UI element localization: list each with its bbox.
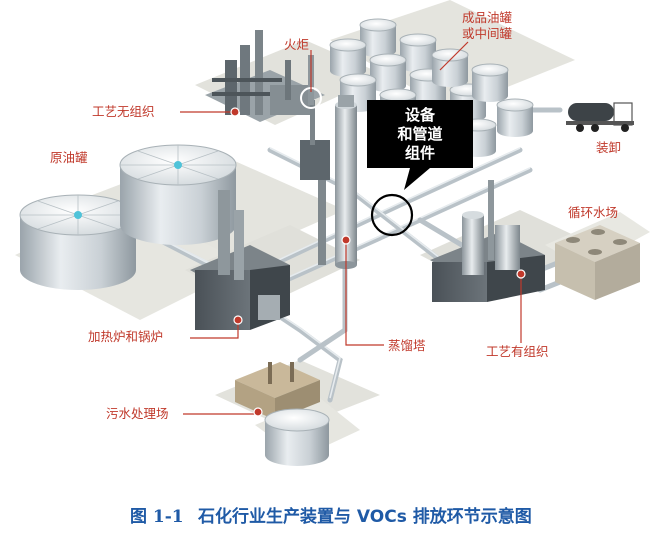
- loading-truck: [566, 102, 634, 132]
- product-tank: [472, 70, 508, 102]
- label-wastewater: 污水处理场: [106, 406, 169, 421]
- product-tank-roof: [369, 53, 407, 67]
- label-loading: 装卸: [596, 140, 621, 155]
- product-tank-roof: [431, 48, 469, 62]
- product-tank-roof: [399, 33, 437, 47]
- caption-title: 石化行业生产装置与 VOCs 排放环节示意图: [197, 506, 532, 527]
- label-product-tanks-line1: 成品油罐: [462, 10, 513, 25]
- label-product-tanks-line2: 或中间罐: [462, 26, 513, 41]
- cooling-water-tower: [555, 225, 640, 300]
- callout-line-3: 组件: [405, 144, 435, 162]
- label-heater-boiler: 加热炉和锅炉: [88, 329, 163, 344]
- wastewater-unit: [235, 362, 330, 466]
- label-cooling: 循环水场: [568, 205, 618, 220]
- crude-oil-tanks: [19, 144, 237, 290]
- leader-lines: [180, 41, 526, 417]
- product-tank-roof: [329, 38, 367, 52]
- figure-caption: 图 1-1 石化行业生产装置与 VOCs 排放环节示意图: [130, 506, 532, 527]
- label-distillation: 蒸馏塔: [388, 338, 426, 353]
- product-tank-roof: [471, 63, 509, 77]
- process-unit-organized: [430, 180, 545, 302]
- label-process-organized: 工艺有组织: [486, 344, 549, 359]
- labels: 火炬 成品油罐 或中间罐 工艺无组织 原油罐 装卸 循环水场 加热炉和锅炉 蒸馏…: [50, 10, 621, 421]
- distillation-tower: [318, 95, 357, 269]
- product-tank: [432, 55, 468, 87]
- label-crude-tanks: 原油罐: [50, 150, 88, 165]
- equipment-pipe-callout: 设备 和管道 组件: [367, 100, 473, 190]
- label-process-fugitive: 工艺无组织: [92, 104, 155, 119]
- product-tank: [330, 45, 366, 77]
- callout-line-2: 和管道: [397, 125, 442, 143]
- product-tank-roof: [379, 88, 417, 102]
- product-tank: [400, 40, 436, 72]
- product-tank: [360, 25, 396, 57]
- callout-line-1: 设备: [405, 106, 436, 124]
- caption-figure-number: 图 1-1: [130, 507, 184, 527]
- product-tank-roof: [339, 73, 377, 87]
- product-tank-roof: [359, 18, 397, 32]
- product-tank: [497, 105, 533, 137]
- product-tank: [370, 60, 406, 92]
- label-flare: 火炬: [284, 37, 309, 52]
- component-highlight-ring: [370, 193, 414, 237]
- product-tank-roof: [496, 98, 534, 112]
